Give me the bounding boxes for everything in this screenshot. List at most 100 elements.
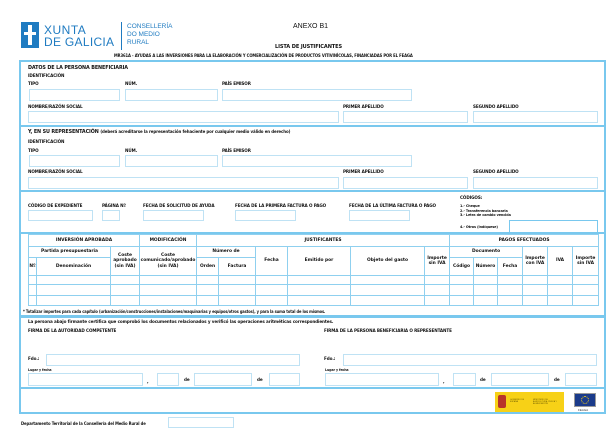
ministry-text: GOBIERNO DE ESPAÑA — [510, 399, 525, 404]
divider — [19, 125, 606, 127]
label: Lugar y fecha — [325, 368, 349, 372]
pagina-input[interactable] — [102, 210, 120, 221]
rep-tipo-input[interactable] — [29, 155, 120, 167]
label: Fdo.: — [324, 357, 336, 362]
code-item: 3.- Letra de cambio vencida — [460, 212, 511, 217]
table-footnote: * Totalizar importes para cada capítulo … — [23, 309, 326, 314]
label: de — [184, 378, 190, 383]
divider — [19, 232, 606, 234]
codigo-expediente-input[interactable] — [28, 210, 93, 221]
pais-input[interactable] — [222, 89, 412, 101]
label: TIPO — [28, 82, 39, 87]
header-factura: Factura — [218, 257, 257, 276]
label: SEGUNDO APELLIDO — [473, 170, 519, 175]
rep-num-input[interactable] — [125, 155, 218, 167]
department-label: Departamento Territorial de la Conseller… — [21, 421, 146, 426]
rep-apellido1-input[interactable] — [343, 177, 468, 189]
label: IDENTIFICACIÓN — [28, 140, 65, 145]
code-item: 4.- Otros (indíquese) — [460, 224, 498, 229]
document-subtitle: MR361A - AYUDAS A LAS INVERSIONES PARA L… — [114, 53, 413, 58]
table-row[interactable] — [28, 275, 600, 285]
codes-title: CÓDIGOS: — [460, 196, 483, 201]
header-documento: Documento — [449, 246, 524, 258]
label: , — [147, 380, 149, 385]
tipo-input[interactable] — [29, 89, 120, 101]
fecha-primera-input[interactable] — [235, 210, 296, 221]
label: IDENTIFICACIÓN — [28, 74, 65, 79]
header-inversion: INVERSIÓN APROBADA — [27, 234, 141, 247]
label: Fdo.: — [28, 357, 40, 362]
rep-apellido2-input[interactable] — [473, 177, 598, 189]
table-row[interactable] — [28, 295, 600, 306]
label: de — [480, 378, 486, 383]
code-item: 1.- Cheque — [460, 203, 480, 208]
header-orden: Orden — [196, 257, 220, 276]
header-importe-sin-iva-pago: Importe sin IVA — [572, 246, 600, 276]
month-right-input[interactable] — [491, 373, 549, 386]
eu-flag-icon — [574, 393, 596, 407]
nombre-input[interactable] — [28, 111, 339, 123]
label: NÚM. — [125, 82, 138, 87]
num-input[interactable] — [125, 89, 218, 101]
label: PRIMER APELLIDO — [343, 105, 384, 110]
apellido1-input[interactable] — [343, 111, 468, 123]
table-row[interactable] — [28, 284, 600, 296]
divider — [19, 387, 606, 389]
logo-text-medio: DO MEDIO — [127, 31, 160, 38]
label: SEGUNDO APELLIDO — [473, 105, 519, 110]
month-left-input[interactable] — [194, 373, 252, 386]
year-left-input[interactable] — [269, 373, 300, 386]
logo-divider — [121, 22, 122, 50]
header-partida: Partida presupuestaria — [28, 246, 111, 258]
label: NOMBRE/RAZÓN SOCIAL — [28, 105, 83, 110]
header-emitido: Emitido por — [287, 246, 352, 276]
fdo-left-input[interactable] — [46, 354, 300, 366]
header-justificantes: JUSTIFICANTES — [196, 234, 451, 247]
xunta-logo: XUNTA DE GALICIA CONSELLERÍA DO MEDIO RU… — [21, 22, 181, 52]
label: FECHA DE SOLICITUD DE AYUDA — [143, 204, 215, 209]
rep-pais-input[interactable] — [222, 155, 412, 167]
header-iva: IVA — [547, 246, 574, 276]
divider — [19, 190, 606, 192]
ministry-text: MINISTERIO DE AGRICULTURA, PESCA Y ALIME… — [533, 399, 557, 406]
header-coste-comunicado: Coste comunicado/aprobado (sin IVA) — [139, 246, 198, 276]
header-fecha-doc: Fecha — [497, 257, 524, 276]
fecha-ultima-input[interactable] — [349, 210, 410, 221]
spain-coat-of-arms-icon — [498, 395, 506, 408]
day-right-input[interactable] — [453, 373, 476, 386]
header-importe-con-iva: Importe con IVA — [522, 246, 549, 276]
year-right-input[interactable] — [565, 373, 597, 386]
header-fecha: Fecha — [255, 246, 289, 276]
code-item: 2.- Transferencia bancaria — [460, 208, 508, 213]
signature-left-title: FIRMA DE LA AUTORIDAD COMPETENTE — [28, 329, 117, 334]
day-left-input[interactable] — [157, 373, 179, 386]
label: , — [443, 380, 445, 385]
label: Lugar y fecha — [28, 368, 52, 372]
apellido2-input[interactable] — [473, 111, 598, 123]
logo-text-rural: RURAL — [127, 39, 150, 46]
section-title: DATOS DE LA PERSONA BENEFICIARIA — [28, 65, 128, 71]
label: NOMBRE/RAZÓN SOCIAL — [28, 170, 83, 175]
lugar-right-input[interactable] — [325, 373, 439, 386]
logo-text-galicia: DE GALICIA — [44, 35, 115, 49]
representative-note: (deberá acreditarse la representación fe… — [100, 130, 291, 135]
label: CÓDIGO DE EXPEDIENTE — [28, 204, 83, 209]
certify-text: La persona abajo firmante certifica que … — [28, 320, 334, 325]
document-title: LISTA DE JUSTIFICANTES — [275, 44, 343, 50]
label: PAÍS EMISOR — [222, 149, 251, 154]
signature-right-title: FIRMA DE LA PERSONA BENEFICIARIA O REPRE… — [324, 329, 452, 334]
rep-nombre-input[interactable] — [28, 177, 339, 189]
header-denominacion: Denominación — [36, 257, 111, 276]
lugar-left-input[interactable] — [28, 373, 143, 386]
fdo-right-input[interactable] — [343, 354, 597, 366]
galicia-emblem-icon — [21, 22, 39, 48]
representative-title: Y, EN SU REPRESENTACIÓN — [28, 129, 99, 135]
section-title: Y, EN SU REPRESENTACIÓN (deberá acredita… — [28, 129, 290, 135]
header-pagos: PAGOS EFECTUADOS — [449, 234, 600, 247]
feaga-label: FEAGA — [578, 408, 589, 412]
label: PRIMER APELLIDO — [343, 170, 384, 175]
spain-ministry-logo: GOBIERNO DE ESPAÑA MINISTERIO DE AGRICUL… — [495, 392, 564, 412]
label: de — [554, 378, 560, 383]
fecha-solicitud-input[interactable] — [143, 210, 204, 221]
department-input[interactable] — [168, 417, 234, 428]
